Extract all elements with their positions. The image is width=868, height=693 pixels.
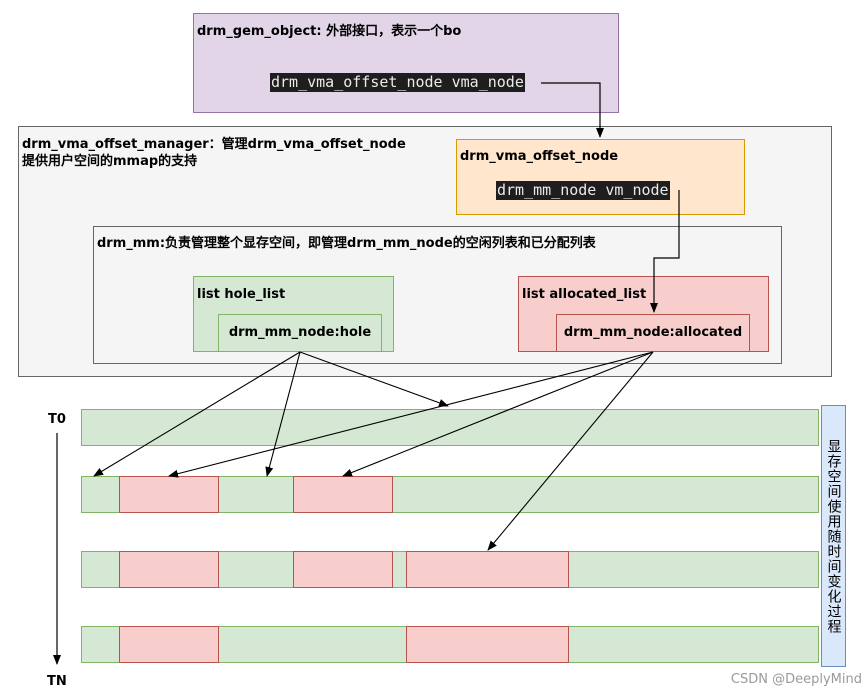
allocated-block: [406, 626, 569, 663]
allocated-pointer-arrow: [487, 351, 654, 551]
hole-pointer-arrow: [265, 351, 301, 477]
time-end-label: TN: [47, 674, 67, 689]
allocated-block: [119, 551, 219, 588]
offset-node-title: drm_vma_offset_node: [460, 149, 619, 164]
allocated-node-box: drm_mm_node:allocated: [556, 314, 750, 352]
offset-node-to-allocated-arrow: [650, 190, 680, 313]
time-start-label: T0: [48, 412, 66, 427]
hole-node-box: drm_mm_node:hole: [218, 314, 382, 352]
allocated-block: [119, 626, 219, 663]
watermark: CSDN @DeeplyMind: [730, 672, 862, 687]
hole-pointer-arrow: [93, 351, 301, 477]
allocated-pointer-arrow: [168, 351, 654, 478]
hole-pointer-arrow: [299, 351, 449, 407]
hole-list-title: list hole_list: [197, 287, 286, 302]
manager-title-line2: 提供用户空间的mmap的支持: [22, 154, 198, 169]
memory-bar-t0: [81, 409, 819, 446]
allocated-block: [293, 551, 393, 588]
allocated-block: [293, 476, 393, 513]
manager-title-line1: drm_vma_offset_manager：管理drm_vma_offset_…: [22, 137, 406, 152]
vm-node-field: drm_mm_node vm_node: [496, 181, 670, 200]
hole-node-label: drm_mm_node:hole: [228, 325, 372, 340]
allocated-node-label: drm_mm_node:allocated: [563, 325, 743, 340]
drm-mm-title: drm_mm:负责管理整个显存空间，即管理drm_mm_node的空闲列表和已分…: [97, 236, 596, 251]
allocated-list-title: list allocated_list: [522, 287, 647, 302]
allocated-block: [406, 551, 569, 588]
drm-gem-object-title: drm_gem_object: 外部接口，表示一个bo: [197, 24, 462, 39]
vma-node-field: drm_vma_offset_node vma_node: [270, 73, 525, 92]
gem-to-offset-node-arrow: [541, 82, 604, 138]
side-note: 显存空间使用随时间变化过程: [821, 405, 846, 667]
drm-vma-offset-node-box: drm_vma_offset_node drm_mm_node vm_node: [456, 139, 745, 215]
drm-gem-object-box: drm_gem_object: 外部接口，表示一个bo drm_vma_offs…: [193, 13, 619, 113]
allocated-pointer-arrow: [342, 351, 654, 477]
